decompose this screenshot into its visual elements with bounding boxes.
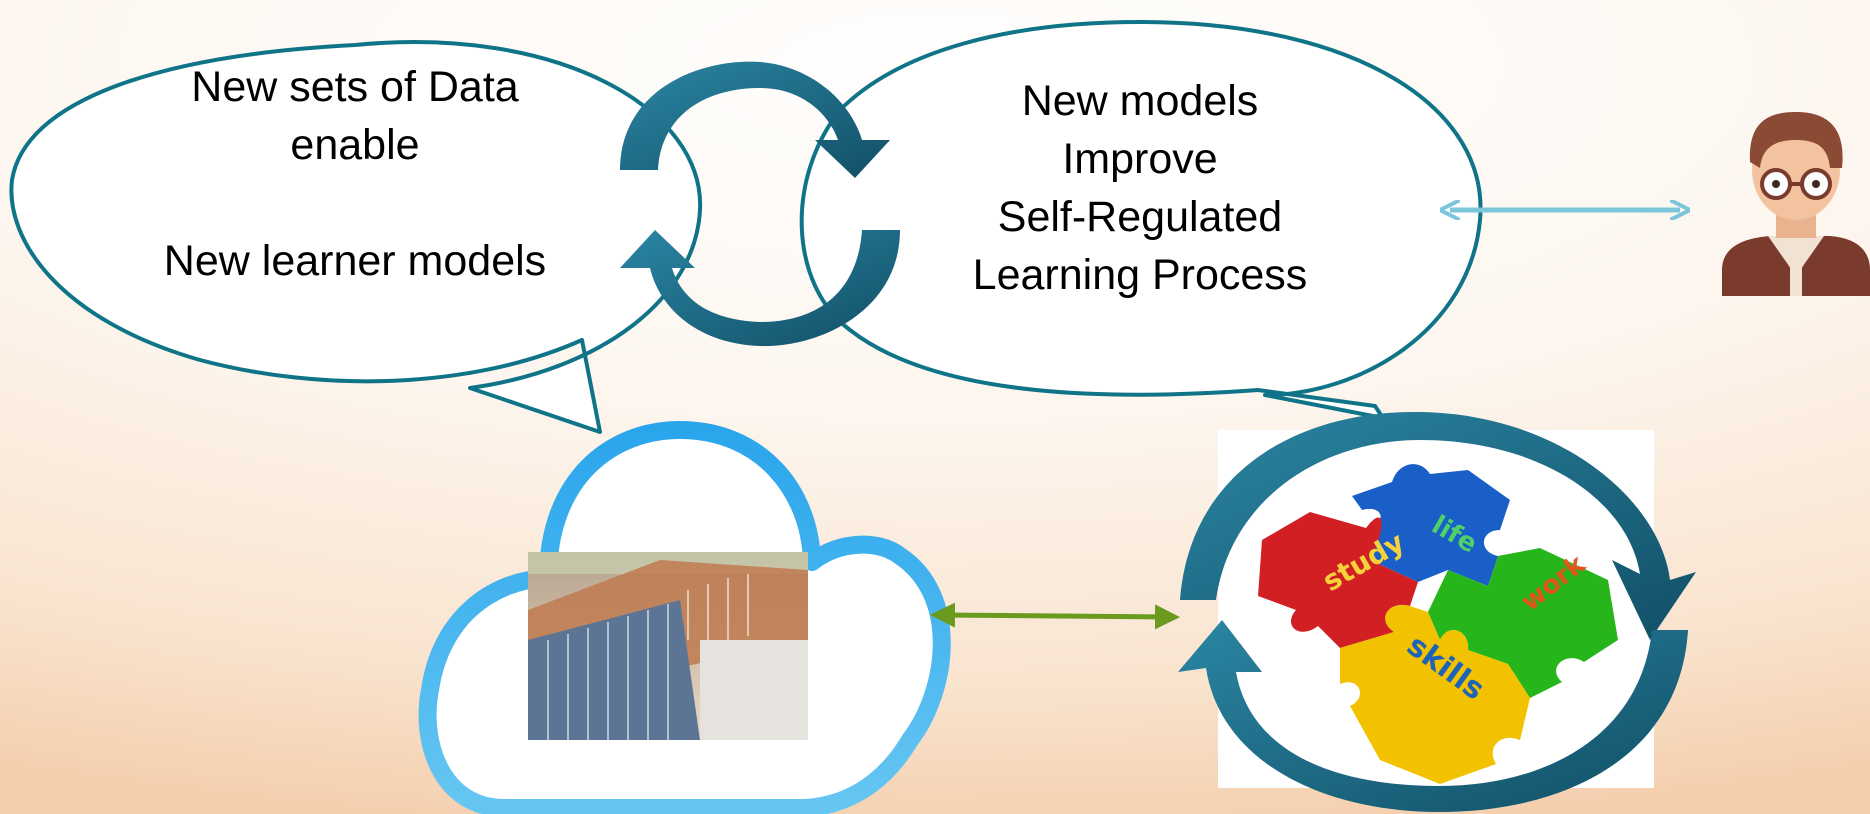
right-bubble-line-2: Improve — [1062, 135, 1218, 183]
right-bubble-line-1: New models — [1021, 77, 1259, 125]
puzzle-piece-work — [1428, 548, 1618, 698]
left-bubble-line-2: enable — [290, 121, 420, 169]
right-speech-bubble — [799, 20, 1483, 420]
left-speech-bubble — [9, 40, 703, 434]
right-bubble-line-3: Self-Regulated — [997, 193, 1283, 241]
puzzle-piece-study — [1258, 512, 1418, 648]
cycle-arrow-puzzle-bottom — [1178, 620, 1688, 812]
teacher-avatar-icon — [1722, 112, 1870, 296]
cycle-arrows-center — [620, 61, 900, 347]
cycle-arrow-puzzle-top — [1180, 411, 1696, 640]
cloud-storage-icon — [418, 421, 951, 814]
files-photo — [528, 552, 808, 740]
right-bubble-text: New models Improve Self-Regulated Learni… — [900, 72, 1380, 304]
puzzle-piece-life — [1352, 464, 1510, 586]
double-arrow-cloud-puzzle — [930, 602, 1180, 630]
puzzle-cycle-graphic — [1178, 411, 1696, 812]
left-bubble-line-1: New sets of Data — [191, 63, 519, 111]
cycle-arrow-bottom — [620, 230, 900, 347]
puzzle-piece-skills — [1340, 604, 1530, 784]
left-bubble-line-3: New learner models — [163, 237, 547, 285]
right-bubble-line-4: Learning Process — [972, 251, 1308, 299]
left-bubble-text: New sets of Data enable New learner mode… — [110, 58, 600, 290]
cycle-arrow-top — [620, 61, 890, 178]
